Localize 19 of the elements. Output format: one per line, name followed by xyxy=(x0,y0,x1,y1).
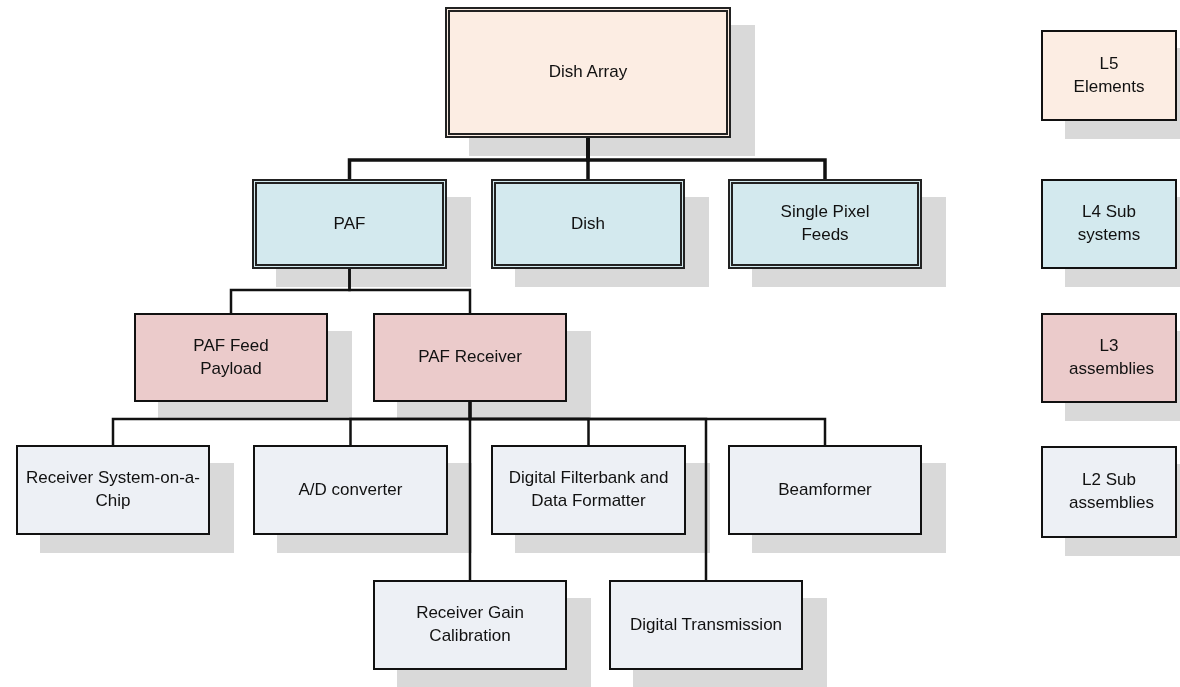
box-label: Beamformer xyxy=(777,478,873,501)
box-label: Single Pixel Feeds xyxy=(779,201,871,246)
box-label: Digital Filterbank and Data Formatter xyxy=(507,467,670,512)
box-label: Digital Transmission xyxy=(628,613,784,636)
box-label: Dish Array xyxy=(547,61,629,84)
box-label: Receiver System-on-a-Chip xyxy=(25,467,201,512)
box-label: A/D converter xyxy=(297,478,404,501)
connector-line xyxy=(468,402,708,580)
box-label: Receiver Gain Calibration xyxy=(415,602,525,647)
legend-label: L3 assemblies xyxy=(1068,335,1155,380)
legend-label: L2 Sub assemblies xyxy=(1068,469,1155,514)
box-label: PAF Receiver xyxy=(417,346,523,369)
connector-line xyxy=(348,269,472,313)
box-label: PAF Feed Payload xyxy=(192,334,270,380)
legend-label: L4 Sub systems xyxy=(1076,201,1142,246)
box-label: Dish xyxy=(570,212,606,235)
legend-label: L5 Elements xyxy=(1072,52,1146,98)
connector-line xyxy=(586,138,827,179)
box-label: PAF xyxy=(332,212,367,235)
